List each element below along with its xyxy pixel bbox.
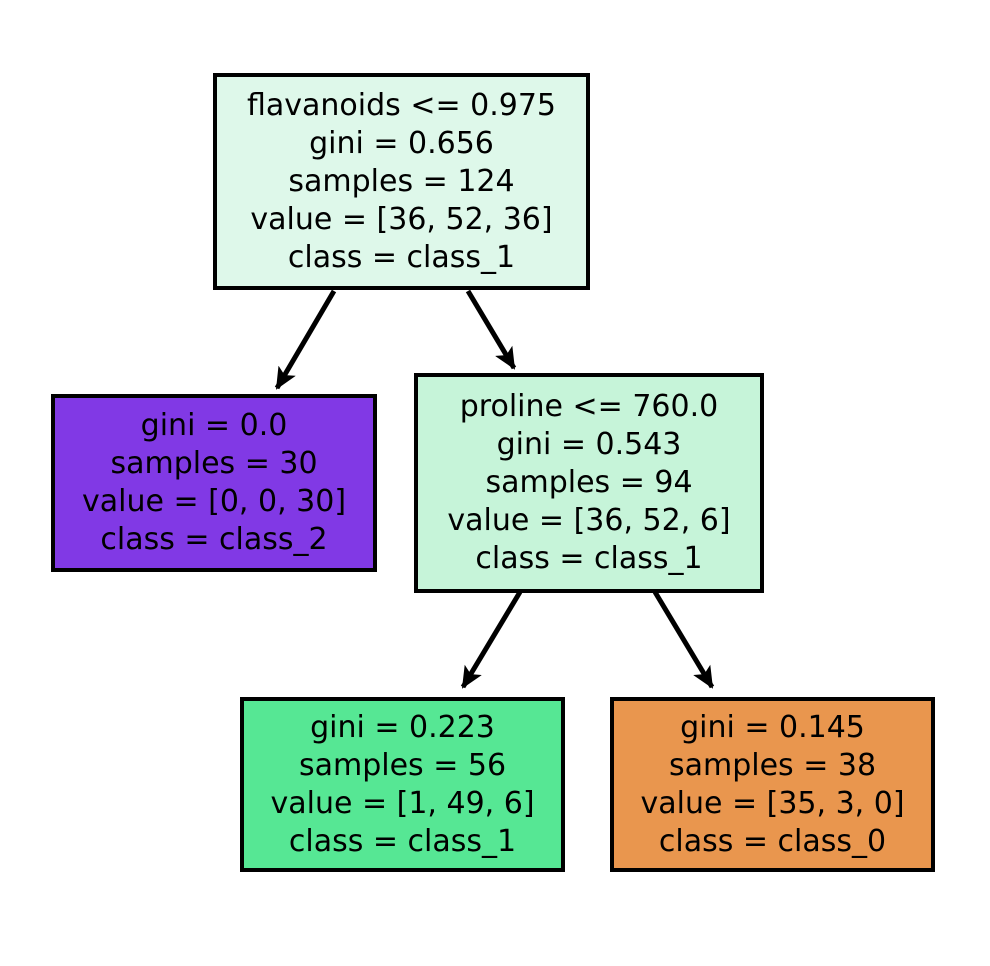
- edge-right-split-to-left-leaf: [460, 590, 523, 689]
- node-split-condition: proline <= 760.0: [459, 389, 719, 424]
- node-class: class = class_0: [658, 823, 887, 859]
- tree-node-left-leaf: gini = 0.0 samples = 30 value = [0, 0, 3…: [51, 394, 377, 572]
- tree-node-right-left-leaf: gini = 0.223 samples = 56 value = [1, 49…: [240, 697, 565, 872]
- edge-right-split-to-right-leaf: [652, 590, 715, 689]
- node-split-condition: flavanoids <= 0.975: [246, 87, 557, 123]
- node-gini: gini = 0.656: [309, 125, 494, 161]
- node-value: value = [36, 52, 36]: [250, 201, 553, 237]
- node-gini: gini = 0.543: [496, 427, 682, 462]
- tree-node-right-right-leaf: gini = 0.145 samples = 38 value = [35, 3…: [610, 697, 935, 872]
- node-samples: samples = 30: [110, 446, 318, 481]
- node-value: value = [35, 3, 0]: [640, 785, 905, 821]
- node-samples: samples = 38: [668, 747, 877, 783]
- node-class: class = class_2: [100, 522, 328, 557]
- node-class: class = class_1: [475, 541, 703, 576]
- node-gini: gini = 0.223: [310, 709, 495, 745]
- edge-root-to-left-leaf: [274, 289, 337, 390]
- tree-node-root: flavanoids <= 0.975 gini = 0.656 samples…: [213, 73, 590, 290]
- edge-root-to-right-split: [465, 289, 517, 370]
- node-value: value = [0, 0, 30]: [81, 484, 347, 519]
- node-class: class = class_1: [288, 823, 517, 859]
- node-samples: samples = 124: [288, 163, 515, 199]
- node-samples: samples = 94: [485, 465, 693, 500]
- node-value: value = [1, 49, 6]: [270, 785, 535, 821]
- node-class: class = class_1: [287, 239, 516, 275]
- node-samples: samples = 56: [298, 747, 507, 783]
- node-value: value = [36, 52, 6]: [447, 503, 731, 538]
- tree-node-right-split: proline <= 760.0 gini = 0.543 samples = …: [414, 373, 764, 593]
- node-gini: gini = 0.145: [680, 709, 865, 745]
- node-gini: gini = 0.0: [140, 408, 288, 443]
